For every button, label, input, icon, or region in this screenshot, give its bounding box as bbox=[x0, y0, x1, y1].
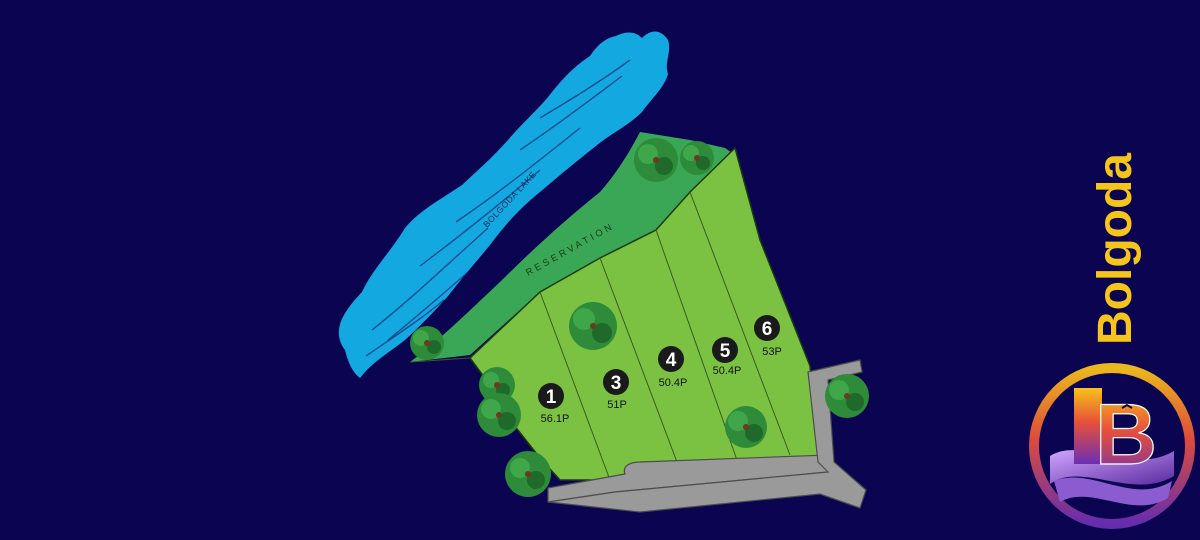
tree-icon bbox=[634, 138, 678, 182]
tree-icon bbox=[477, 393, 521, 437]
brand-name: Bolgoda bbox=[1089, 153, 1142, 345]
brand-area: Bolgoda B bbox=[1029, 153, 1195, 529]
plot-marker[interactable]: 1 56.1P bbox=[538, 383, 569, 425]
tree-icon bbox=[725, 406, 767, 448]
plot-size: 51P bbox=[607, 399, 627, 411]
trees bbox=[410, 138, 869, 497]
plot-number: 6 bbox=[762, 319, 773, 340]
tree-icon bbox=[569, 302, 617, 350]
plot-size: 50.4P bbox=[713, 365, 742, 377]
tree-icon bbox=[680, 141, 714, 175]
plot-size: 56.1P bbox=[541, 413, 570, 425]
tree-icon bbox=[479, 367, 515, 403]
logo-letter: B bbox=[1095, 387, 1157, 483]
plot-markers: 1 56.1P 3 51P 4 50.4P 5 50.4P 6 53P bbox=[538, 315, 782, 425]
plot-number: 4 bbox=[666, 350, 677, 371]
plot-number: 3 bbox=[611, 373, 622, 394]
plot-number: 1 bbox=[546, 387, 557, 408]
plot-number: 5 bbox=[720, 341, 731, 362]
lake-shape bbox=[338, 31, 670, 378]
plot-size: 53P bbox=[762, 346, 782, 358]
plot-marker[interactable]: 6 53P bbox=[754, 315, 782, 358]
plot-marker[interactable]: 4 50.4P bbox=[658, 346, 687, 389]
tree-icon bbox=[410, 326, 444, 360]
plot-divider-lines bbox=[409, 191, 791, 481]
plot-size: 50.4P bbox=[659, 377, 688, 389]
brand-logo: B bbox=[1029, 363, 1195, 529]
tree-icon bbox=[825, 374, 869, 418]
plot-marker[interactable]: 3 51P bbox=[603, 369, 629, 411]
plot-marker[interactable]: 5 50.4P bbox=[712, 337, 741, 377]
tree-icon bbox=[505, 451, 551, 497]
reservation-shape bbox=[410, 132, 735, 362]
